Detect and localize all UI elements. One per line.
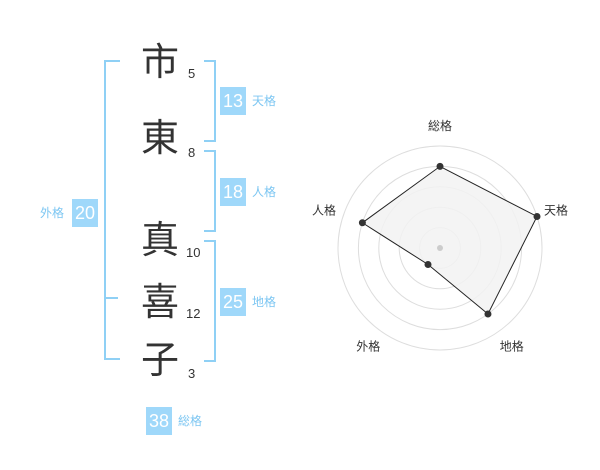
- radar-ring-5: [337, 145, 543, 351]
- radar-point-1: [436, 162, 444, 170]
- gaikaku-value-badge: 20: [72, 199, 98, 227]
- soukaku-label: 総格: [178, 414, 203, 428]
- gaikaku-bracket: [104, 60, 120, 360]
- name-char-2: 東: [140, 116, 179, 160]
- radar-series-area: [361, 165, 538, 315]
- jinkaku-bracket: [204, 150, 216, 232]
- radar-point-2: [533, 212, 541, 220]
- name-char-4: 喜: [140, 280, 179, 324]
- stroke-count-3: 10: [186, 245, 201, 260]
- stroke-count-2: 8: [188, 145, 196, 160]
- radar-axis-label-1: 総格: [428, 118, 452, 133]
- radar-point-5: [358, 219, 366, 227]
- radar-axis-label-4: 外格: [356, 339, 380, 354]
- jinkaku-label: 人格: [252, 185, 277, 199]
- name-char-1: 市: [140, 40, 179, 84]
- radar-axis-label-3: 地格: [500, 339, 524, 354]
- radar-point-3: [484, 310, 492, 318]
- stroke-count-5: 3: [188, 366, 196, 381]
- soukaku-value-badge: 38: [146, 407, 172, 435]
- jinkaku-value-badge: 18: [220, 178, 246, 206]
- radar-point-4: [424, 261, 432, 269]
- radar-axis-label-2: 天格: [544, 202, 568, 217]
- name-char-3: 真: [140, 218, 179, 262]
- gaikaku-label: 外格: [40, 206, 65, 220]
- tenkaku-label: 天格: [252, 94, 277, 108]
- radar-center-dot: [437, 245, 443, 251]
- stroke-count-1: 5: [188, 66, 196, 81]
- tenkaku-bracket: [204, 60, 216, 142]
- tenkaku-value-badge: 13: [220, 87, 246, 115]
- radar-axis-label-5: 人格: [312, 202, 336, 217]
- chikaku-label: 地格: [252, 295, 277, 309]
- chikaku-bracket: [204, 240, 216, 362]
- stroke-count-4: 12: [186, 306, 201, 321]
- gaikaku-bracket-divider: [104, 297, 118, 299]
- name-char-5: 子: [140, 338, 179, 382]
- chikaku-value-badge: 25: [220, 288, 246, 316]
